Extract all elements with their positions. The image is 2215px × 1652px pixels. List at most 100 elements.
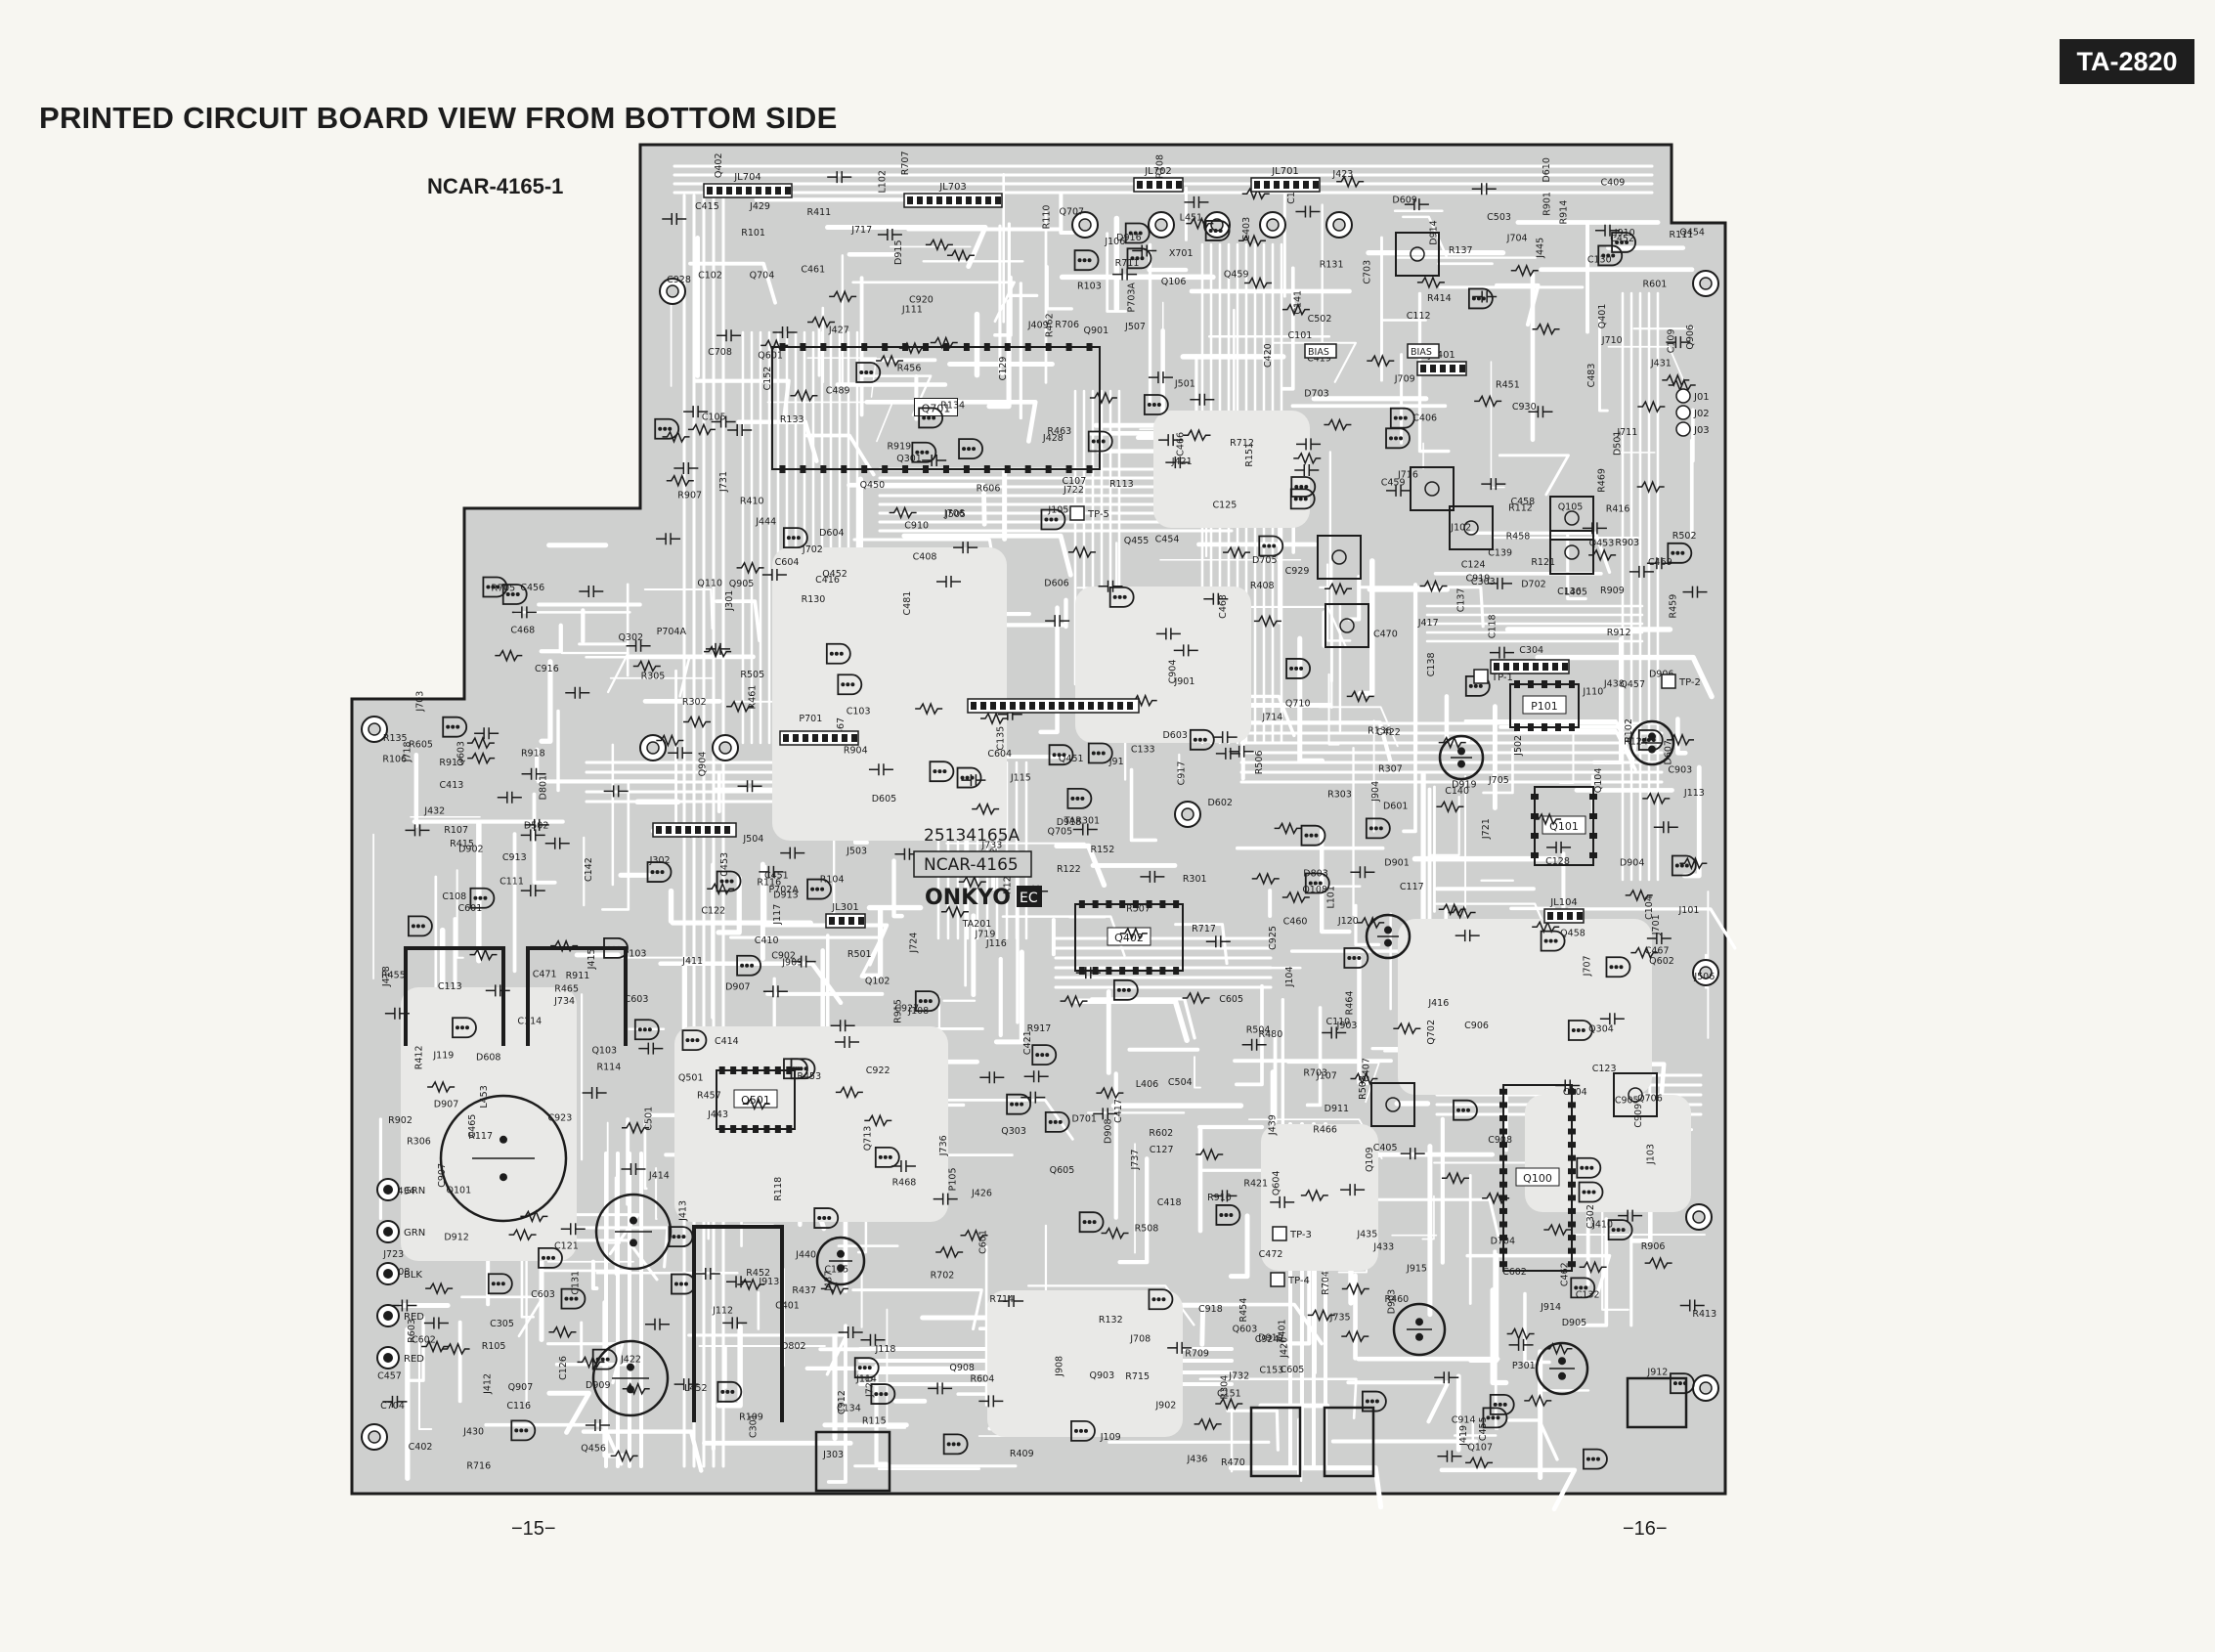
component-label: R302 [682,697,707,708]
transistor [1343,947,1369,969]
resistor [1393,1022,1421,1036]
ic-pin [753,1125,759,1133]
trace [1360,586,1485,629]
transistor-pin [1672,1381,1677,1386]
component-label: R110 [1042,205,1053,230]
ic-label-box [1515,1167,1560,1187]
component-label: J914 [1540,1302,1561,1313]
trace [1535,654,1715,700]
component-label: C109 [1666,328,1676,353]
component-label: D904 [1620,857,1644,868]
component-label: J708 [1129,1333,1151,1344]
header-pin [812,734,818,742]
component-label: Q706 [1637,1094,1663,1105]
trace [1498,454,1570,497]
transistor-pin [750,963,755,968]
transistor-pin [681,1235,686,1239]
component-label: C912 [837,1390,847,1414]
component-label: Q713 [862,1126,873,1152]
component-label: Q710 [1285,698,1311,709]
transistor-pin [786,1066,791,1071]
component-label: J910 [1614,228,1635,239]
ic-pin [1568,1168,1576,1175]
transistor-pin [1684,863,1689,868]
resistor [683,715,712,729]
mounting-hole-inner [1699,1381,1713,1395]
capacitor-outline [1392,1302,1447,1357]
trace [585,655,691,698]
resistor [935,1244,964,1259]
ic-pin [942,465,949,473]
component-label: C419 [1307,354,1331,365]
small-capacitor [392,1299,417,1312]
resistor [1679,856,1708,871]
component-label: R467 [836,717,847,742]
transistor-pin [569,1296,574,1301]
component-label: C469 [1648,557,1672,568]
ic-pin [1568,1247,1576,1254]
small-capacitor [717,329,742,342]
resistor [980,712,1009,726]
small-capacitor [722,1317,748,1329]
trace [1354,903,1381,946]
small-capacitor [936,576,962,588]
transistor [1605,956,1631,978]
component-label: J716 [1397,470,1418,481]
component-label: C135 [996,726,1007,751]
connector-pin [726,187,732,195]
transistor-pin [1680,550,1685,555]
component-label: J410 [1591,1220,1613,1231]
component-label: L405 [1564,587,1586,598]
component-label: C905 [1615,1095,1639,1106]
transistor [956,766,982,789]
resistor [1281,302,1310,317]
component-label: J117 [772,904,783,926]
ic-pin [902,465,909,473]
component-label: R459 [1668,594,1678,619]
ic-outline [1502,1084,1573,1272]
component-label: J704 [1506,233,1528,243]
transistor [1304,872,1330,894]
transistor-pin [1601,253,1606,258]
transistor [1611,232,1636,253]
connector-pin [717,187,722,195]
resistor [925,238,953,252]
trace [658,961,844,1006]
jack-pad [1675,421,1691,437]
resistor [469,947,498,962]
transistor [958,438,983,459]
transistor-pin [551,1255,556,1260]
resistor [1625,888,1653,902]
transistor [1607,1219,1633,1240]
transistor [408,915,433,937]
component-label: C108 [442,891,466,902]
transistor-pin [420,924,425,929]
transistor-pin [1486,1415,1491,1420]
component-label: Q707 [1059,207,1084,218]
transistor-pin [879,1392,884,1397]
trace [539,659,553,744]
component-label: C302 [1585,1204,1596,1229]
jack-pad [1675,388,1691,404]
wire-terminal-hole [383,1227,393,1237]
component-label: J107 [1316,1070,1337,1081]
ic-outline [1074,903,1184,972]
component-label: R463 [1047,426,1071,437]
component-label: C105 [702,412,726,422]
transistor-pin [1398,415,1403,420]
component-label: J717 [850,225,872,236]
connector-pin [765,187,771,195]
component-label: J418 [381,966,392,987]
capacitor-outline [439,1094,568,1223]
transistor-pin [663,426,668,431]
resistor [520,1209,548,1224]
resistor [829,289,857,304]
transistor-pin [1675,550,1680,555]
ground-area [987,1290,1183,1437]
small-capacitor [1508,1338,1534,1351]
component-label: R410 [740,497,764,507]
component-label: R704 [1321,1271,1331,1295]
component-label: R917 [1027,1023,1052,1034]
component-label: J709 [1394,374,1415,385]
resistor [1532,322,1560,336]
